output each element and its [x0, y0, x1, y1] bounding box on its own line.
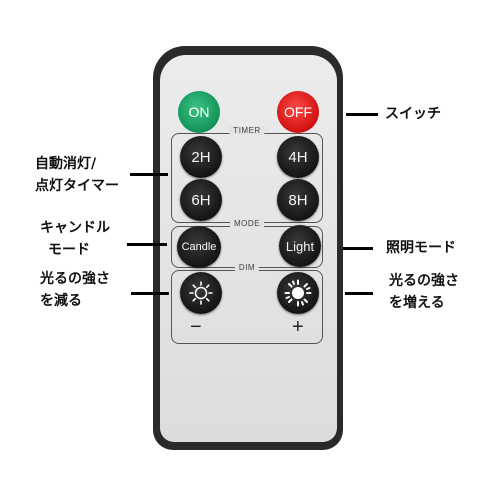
switch-text: スイッチ	[385, 106, 441, 122]
candle-annotation: キャンドル モード	[40, 217, 110, 261]
timer-6h-button[interactable]: 6H	[180, 179, 222, 221]
sun-filled-icon	[284, 279, 312, 307]
dim-down-text-line2: を減る	[40, 293, 82, 309]
light-annotation: 照明モード	[386, 237, 456, 259]
switch-annotation: スイッチ	[385, 103, 441, 125]
plus-symbol: +	[292, 316, 304, 338]
timer-text-line1: 自動消灯/	[35, 156, 97, 172]
switch-callout-line	[346, 113, 378, 116]
candle-callout-line	[127, 243, 167, 246]
light-callout-line	[343, 247, 373, 250]
timer-callout-line	[130, 173, 168, 176]
minus-symbol: −	[190, 316, 202, 338]
on-label: ON	[188, 104, 210, 120]
dim-up-text-line1: 光るの強さ	[389, 273, 459, 289]
timer-2h-button[interactable]: 2H	[180, 136, 222, 178]
candle-button[interactable]: Candle	[177, 226, 221, 268]
candle-text-line1: キャンドル	[40, 220, 110, 236]
off-button[interactable]: OFF	[277, 91, 319, 133]
light-label: Light	[285, 238, 315, 254]
timer-4h-button[interactable]: 4H	[277, 136, 319, 178]
dim-group-label: DIM	[234, 263, 260, 272]
timer-4h-label: 4H	[288, 148, 308, 166]
on-button[interactable]: ON	[178, 91, 220, 133]
light-button[interactable]: Light	[279, 225, 321, 267]
mode-group-label: MODE	[230, 219, 264, 228]
dim-down-callout-line	[131, 292, 169, 295]
light-text: 照明モード	[386, 240, 456, 256]
dim-down-text-line1: 光るの強さ	[40, 271, 110, 287]
dim-up-text-line2: を増える	[389, 295, 445, 311]
dim-up-button[interactable]	[277, 272, 319, 314]
dim-up-annotation: 光るの強さ を増える	[389, 270, 459, 314]
dim-down-button[interactable]	[180, 272, 222, 314]
dim-down-annotation: 光るの強さ を減る	[40, 268, 110, 312]
sun-outline-icon	[189, 281, 213, 305]
dim-group: DIM	[171, 263, 323, 344]
timer-8h-button[interactable]: 8H	[277, 179, 319, 221]
off-label: OFF	[284, 104, 312, 120]
timer-group-label: TIMER	[229, 126, 265, 135]
dim-up-callout-line	[345, 292, 373, 295]
timer-6h-label: 6H	[191, 191, 211, 209]
timer-2h-label: 2H	[191, 148, 211, 166]
timer-annotation: 自動消灯/ 点灯タイマー	[35, 153, 119, 197]
candle-label: Candle	[181, 241, 217, 253]
timer-text-line2: 点灯タイマー	[35, 178, 119, 194]
timer-8h-label: 8H	[288, 191, 308, 209]
candle-text-line2: モード	[48, 242, 90, 258]
